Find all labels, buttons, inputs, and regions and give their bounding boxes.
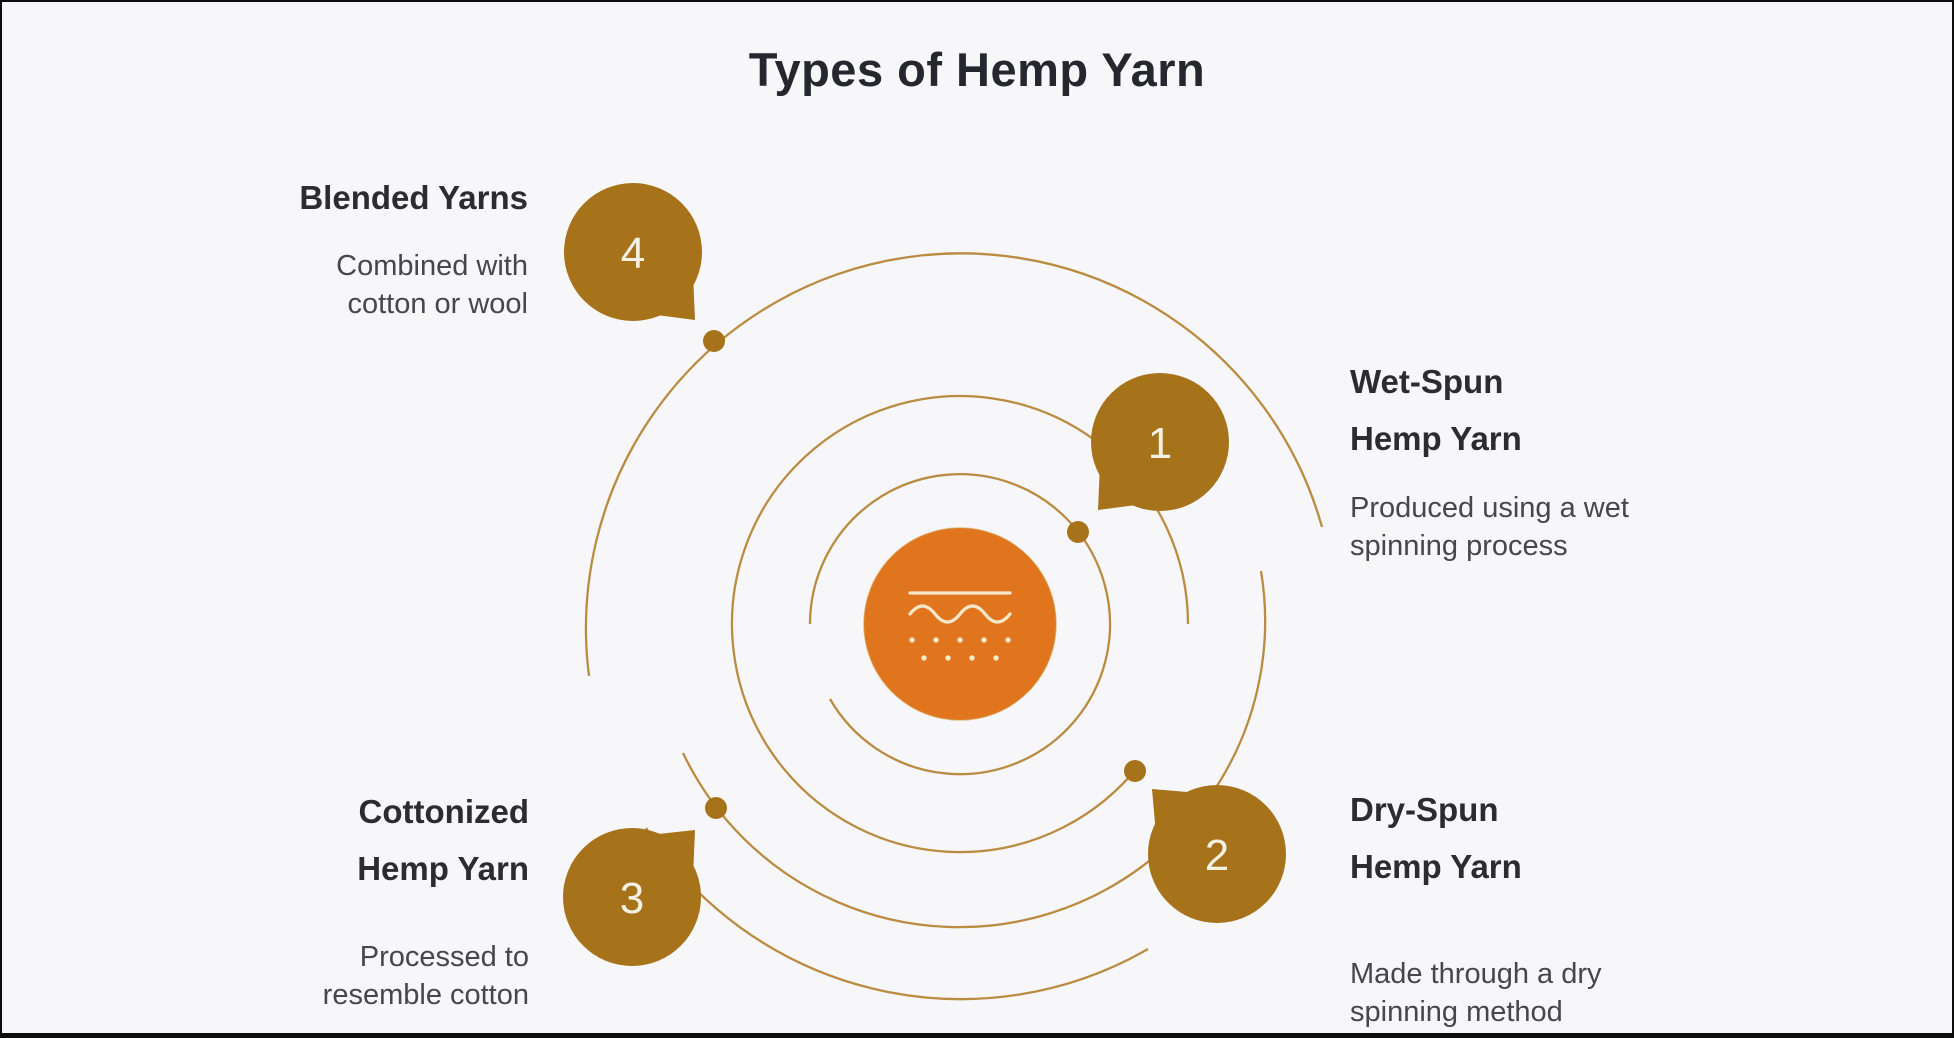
orbit-ring-1 bbox=[808, 473, 1112, 776]
orbit-marker-dots bbox=[703, 330, 1146, 819]
page-title: Types of Hemp Yarn bbox=[748, 43, 1206, 96]
bubble-3: 3 bbox=[563, 828, 701, 966]
bubble-2-circle bbox=[1148, 785, 1286, 923]
item-3-description: Processed to resemble cotton bbox=[322, 941, 529, 1012]
bubble-4-number: 4 bbox=[621, 229, 645, 278]
bubble-2-number: 2 bbox=[1205, 831, 1229, 880]
center-circle bbox=[863, 527, 1057, 721]
item-2-title: Dry-Spun Hemp Yarn bbox=[1350, 791, 1522, 885]
bubble-4-circle bbox=[564, 183, 702, 321]
orbit-ring-4-lower bbox=[645, 827, 1149, 1001]
orbit-ring-3 bbox=[681, 570, 1267, 929]
item-2-description: Made through a dry spinning method bbox=[1350, 958, 1602, 1029]
item-4-title: Blended Yarns bbox=[299, 179, 528, 216]
orbit-dot-4 bbox=[703, 330, 725, 352]
orbit-rings bbox=[584, 252, 1324, 1001]
item-1-title: Wet-Spun Hemp Yarn bbox=[1350, 363, 1522, 457]
orbit-dot-3 bbox=[705, 797, 727, 819]
bubble-2: 2 bbox=[1148, 785, 1286, 923]
orbit-dot-1 bbox=[1067, 521, 1089, 543]
item-3-title: Cottonized Hemp Yarn bbox=[357, 793, 529, 887]
bubble-1-number: 1 bbox=[1148, 419, 1172, 468]
bubble-1-circle bbox=[1091, 373, 1229, 511]
item-4-description: Combined with cotton or wool bbox=[336, 250, 528, 321]
bubble-4: 4 bbox=[564, 183, 702, 321]
bubble-1: 1 bbox=[1091, 373, 1229, 511]
bubble-3-circle bbox=[563, 828, 701, 966]
item-1-description: Produced using a wet spinning process bbox=[1350, 492, 1629, 563]
center-hub bbox=[863, 527, 1057, 721]
bubble-3-number: 3 bbox=[620, 874, 644, 923]
orbit-dot-2 bbox=[1124, 760, 1146, 782]
fabric-texture-icon bbox=[908, 591, 1012, 661]
orbit-ring-4-upper bbox=[584, 252, 1324, 677]
